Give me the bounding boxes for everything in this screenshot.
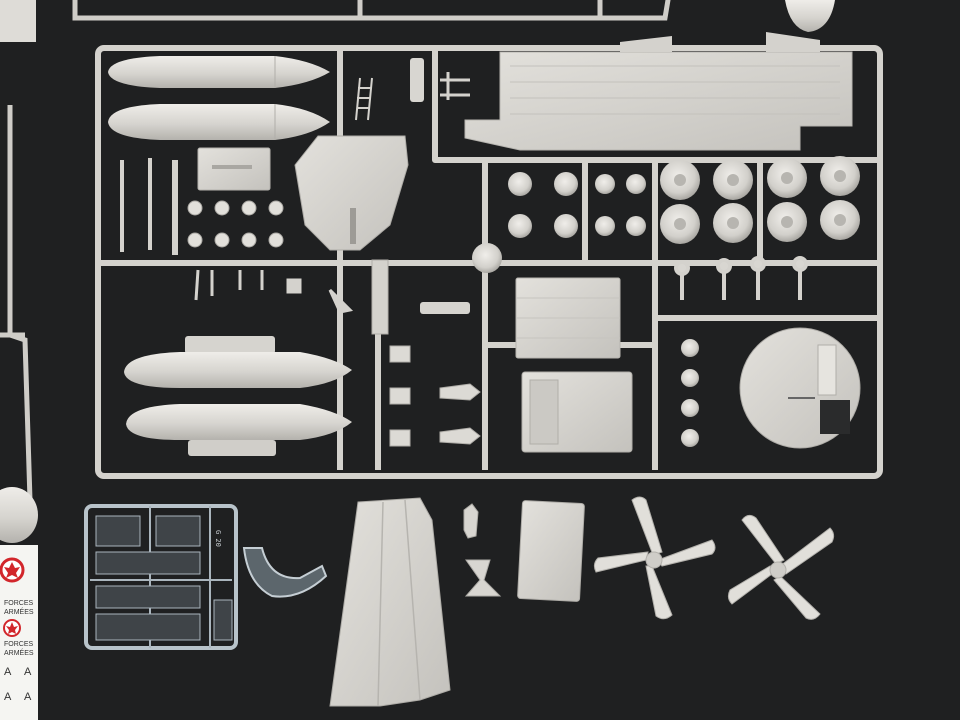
small-bit-cluster xyxy=(440,72,470,100)
tail-fin xyxy=(329,497,451,707)
small-bit-1 xyxy=(410,58,424,102)
drop-tank-upper-2 xyxy=(108,104,330,140)
drop-tank-lower-1 xyxy=(124,336,352,388)
clear-windshield xyxy=(242,547,328,598)
gear-struts xyxy=(674,256,808,300)
clear-sprue: G 20 xyxy=(84,504,238,650)
left-partial-sprue xyxy=(0,105,33,501)
left-partial-part xyxy=(0,487,38,543)
cargo-floor-panel xyxy=(464,32,853,151)
decal-letter-a3: A xyxy=(4,691,12,703)
propeller-2 xyxy=(727,514,835,620)
flat-panel-part xyxy=(517,500,585,602)
top-left-part xyxy=(0,0,36,42)
clear-sprue-code: G 20 xyxy=(214,530,222,547)
drop-tank-upper-1 xyxy=(108,56,330,88)
top-sprue-fragment xyxy=(72,0,671,21)
sprue-hub xyxy=(472,243,502,273)
main-sprue-frame xyxy=(95,45,883,479)
decal-line4: ARMÉES xyxy=(4,648,34,657)
small-parts-center xyxy=(463,503,502,597)
decal-sheet: FORCES ARMÉES FORCES ARMÉES A A A A xyxy=(0,545,38,720)
small-square-parts xyxy=(389,345,411,447)
propeller-1 xyxy=(593,496,716,620)
decal-letter-a2: A xyxy=(24,666,32,678)
bulkhead-part xyxy=(294,135,409,251)
large-wheels xyxy=(660,156,860,244)
thin-rod-parts xyxy=(120,158,152,252)
small-hanging-bits xyxy=(194,269,354,314)
top-part-nose xyxy=(785,0,835,32)
ladder-part xyxy=(355,77,373,121)
round-bulkhead xyxy=(739,327,861,449)
decal-line3: FORCES xyxy=(4,641,34,648)
small-wheels xyxy=(508,172,646,238)
drop-tank-lower-2 xyxy=(126,404,352,456)
floor-grid-lines xyxy=(516,297,620,339)
decal-line2: ARMÉES xyxy=(4,607,34,616)
small-wing-bit xyxy=(420,302,470,314)
small-box-slot xyxy=(212,165,252,169)
engine-pieces xyxy=(439,383,481,445)
decal-line1: FORCES xyxy=(4,600,34,607)
bulkhead-slot xyxy=(350,208,356,244)
knob-column xyxy=(681,339,699,447)
fuselage-strip xyxy=(371,259,389,335)
decal-letter-a4: A xyxy=(24,691,32,703)
small-knobs-grid xyxy=(187,200,284,248)
decal-letter-a1: A xyxy=(4,666,12,678)
door-panel xyxy=(521,371,633,453)
